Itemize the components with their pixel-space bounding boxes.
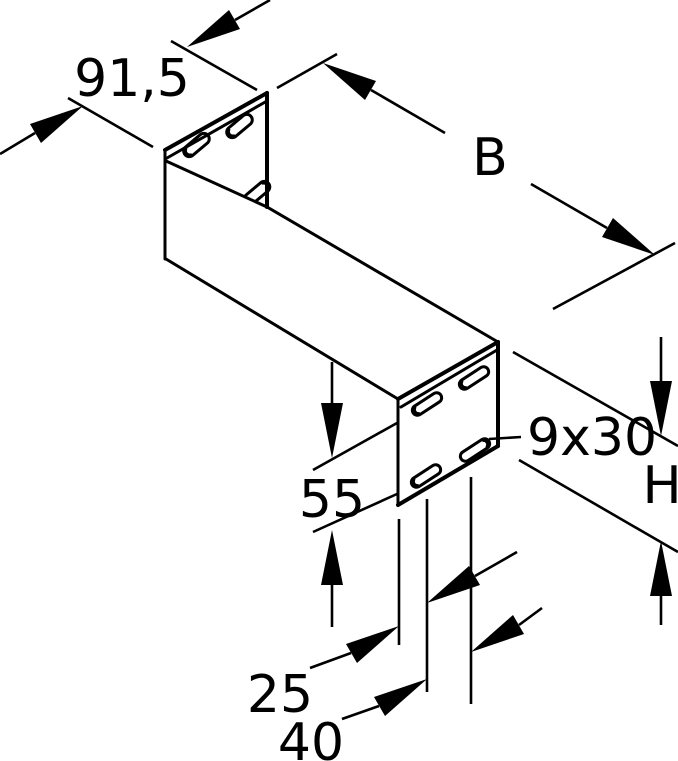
dimension-edge-distance: 25	[247, 499, 518, 725]
extension-line	[67, 96, 154, 149]
arrowhead-icon	[427, 566, 480, 603]
dimension-line	[518, 606, 543, 627]
dimension-slot-pitch-label: 40	[278, 713, 344, 761]
dimension-row-distance: 55	[299, 362, 398, 627]
dimension-edge-distance-label: 25	[247, 665, 313, 725]
extension-line	[170, 39, 258, 92]
bracket-body	[163, 91, 500, 507]
left-flange-top-edge-outer	[163, 91, 269, 152]
reference-line	[312, 421, 398, 472]
dimension-depth: 91,5	[0, 0, 271, 156]
dimension-width-label: B	[472, 128, 508, 188]
arrowhead-icon	[187, 10, 240, 47]
right-flange-slot-lower-right	[458, 437, 492, 463]
extension-line	[518, 458, 678, 554]
slot-size-callout: 9x30	[488, 408, 657, 468]
extension-line	[512, 350, 678, 448]
dimension-slot-pitch: 40	[278, 477, 543, 761]
arrowhead-icon	[650, 541, 672, 596]
arrowhead-icon	[374, 679, 427, 716]
dimension-line	[341, 704, 380, 721]
left-flange-slot-upper-right	[225, 112, 254, 140]
web-top-edge	[164, 159, 500, 344]
arrowhead-icon	[321, 403, 343, 458]
dimension-line	[530, 182, 608, 230]
dimension-height: H	[512, 337, 678, 625]
arrowhead-icon	[30, 106, 83, 143]
leader-line	[488, 435, 522, 441]
dimension-line	[370, 88, 446, 135]
dimension-width: B	[276, 52, 676, 311]
right-flange-bottom-edge	[396, 444, 500, 507]
arrowhead-icon	[650, 381, 672, 436]
dimension-line	[234, 0, 271, 22]
extension-line	[276, 52, 338, 90]
dimension-row-distance-label: 55	[299, 470, 365, 530]
left-flange-top-edge-inner	[165, 99, 269, 160]
dimension-height-label: H	[642, 456, 678, 516]
arrowhead-icon	[323, 63, 376, 100]
right-flange-top-edge-inner	[399, 348, 499, 409]
right-flange-slot-upper-left	[410, 391, 444, 417]
reference-line	[312, 492, 398, 534]
web-face	[166, 161, 498, 399]
dimension-line	[309, 651, 352, 670]
slot-size-label: 9x30	[527, 408, 657, 468]
arrowhead-icon	[602, 218, 655, 255]
web-bottom-edge	[164, 257, 400, 401]
right-flange-slot-upper-right	[457, 365, 491, 391]
dimension-line	[0, 131, 36, 156]
extension-line	[552, 241, 676, 311]
dimension-line	[474, 550, 518, 578]
dimension-depth-label: 91,5	[74, 49, 190, 109]
right-flange-top-edge-outer	[396, 340, 500, 401]
arrowhead-icon	[321, 530, 343, 585]
arrowhead-icon	[471, 615, 524, 652]
arrowhead-icon	[346, 626, 399, 663]
right-flange-slot-lower-left	[409, 463, 443, 489]
